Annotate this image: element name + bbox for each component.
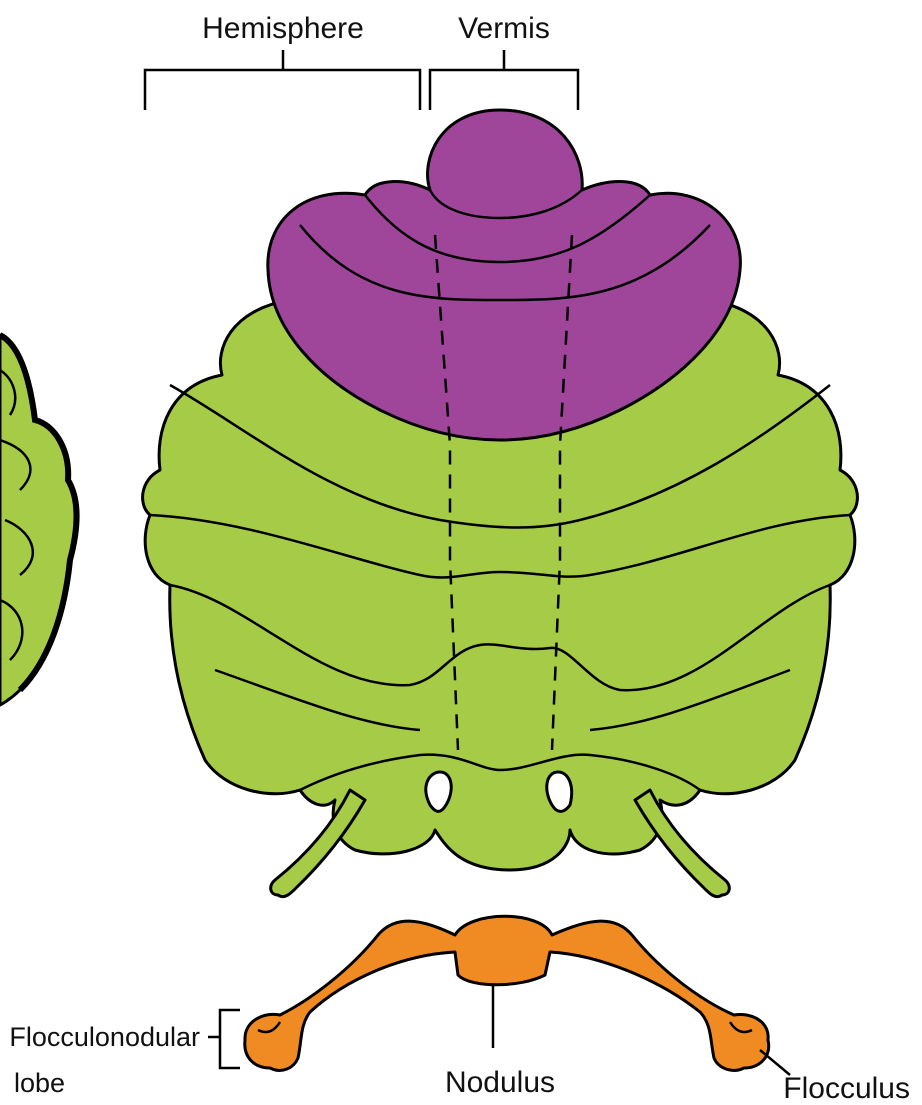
hemisphere-bracket [145,50,420,110]
flocculonodular-label-line2: lobe [14,1068,65,1098]
flocculonodular-lobe [245,916,769,1070]
vermis-label: Vermis [458,12,550,45]
hemisphere-label: Hemisphere [202,12,364,45]
sagittal-section-slice [0,335,77,705]
nodulus-label: Nodulus [445,1066,555,1099]
flocculonodular-bracket [208,1010,240,1068]
vermis-bracket [430,50,578,110]
flocculonodular-label-line1: Flocculonodular [9,1022,200,1052]
flocculus-label: Flocculus [783,1072,910,1105]
